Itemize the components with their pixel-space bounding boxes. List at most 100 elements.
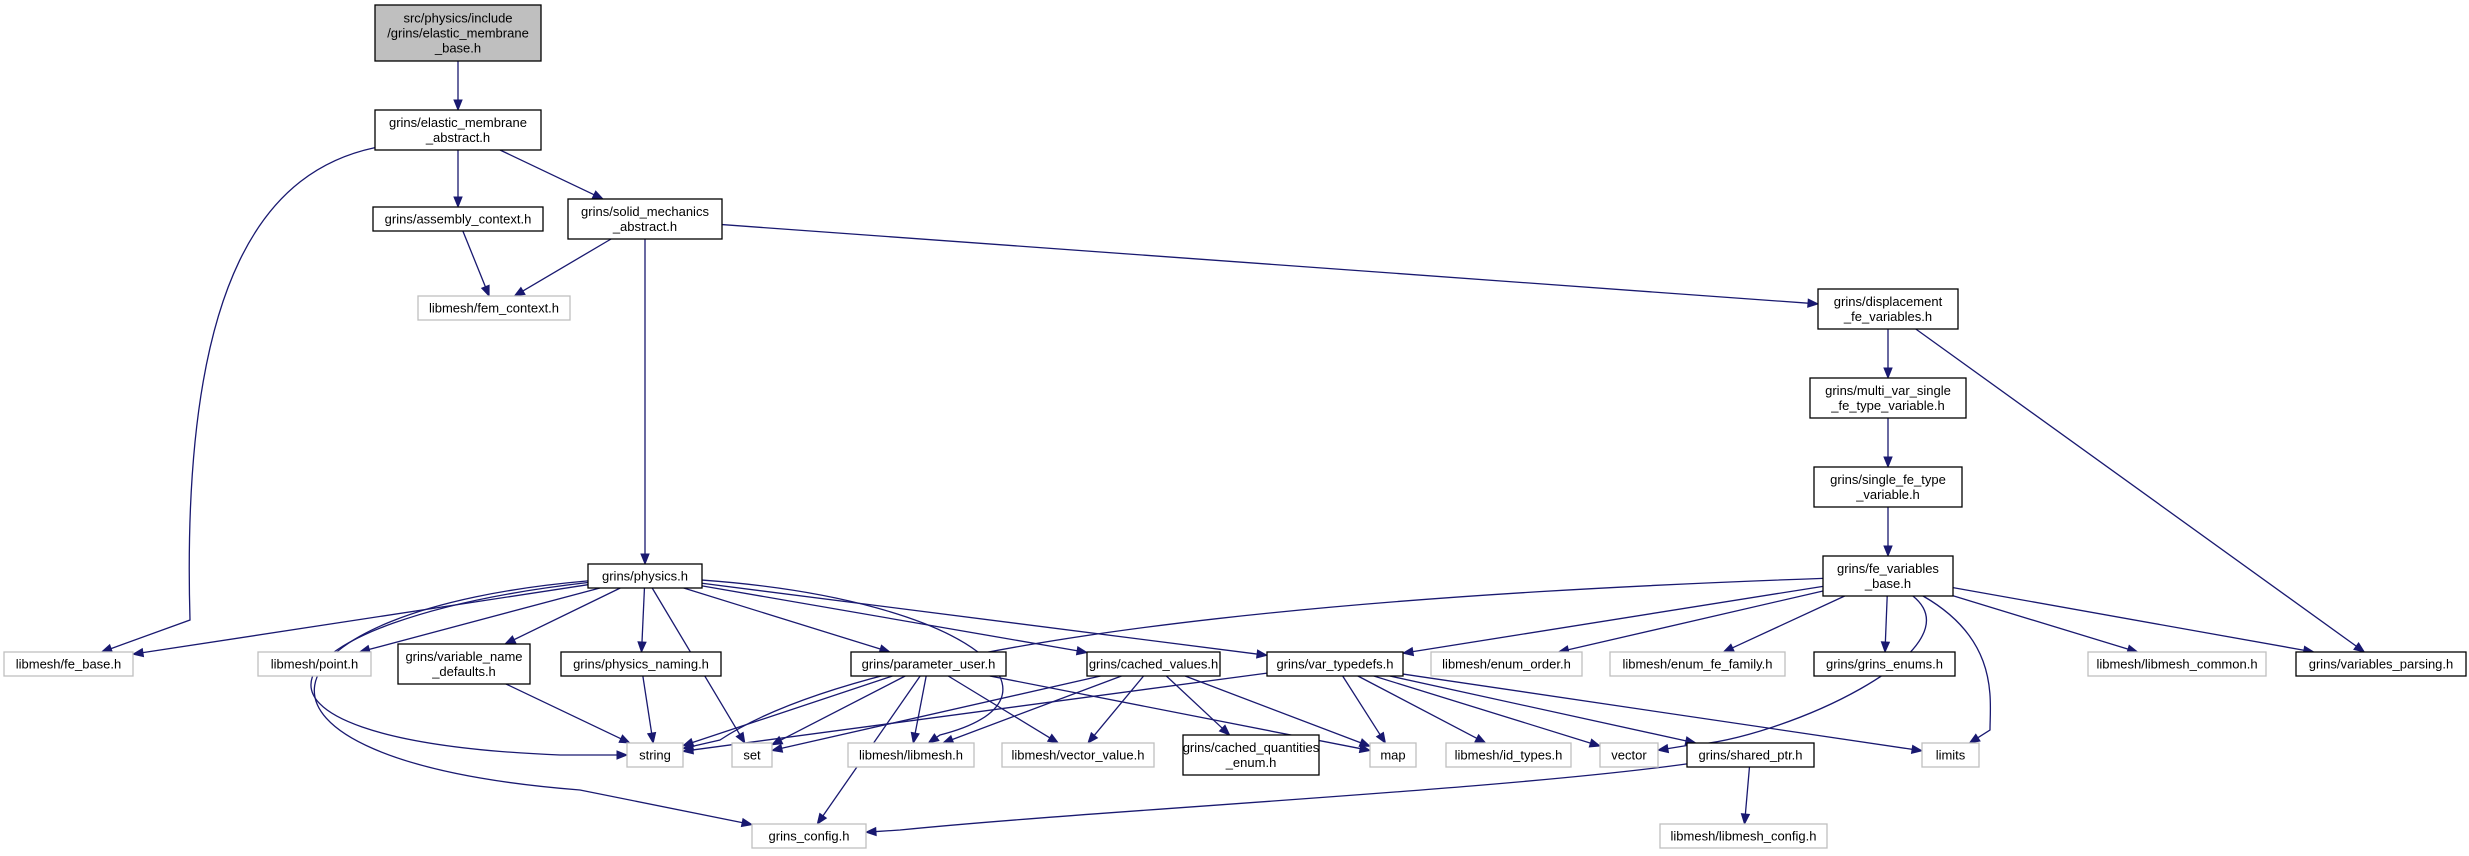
node-gconfig: grins_config.h (751, 823, 867, 849)
node-root[interactable]: src/physics/include/grins/elastic_membra… (374, 4, 542, 62)
edge-sma-to-femctx (513, 238, 612, 297)
arrowhead (637, 641, 647, 654)
arrowhead (735, 731, 746, 745)
edge-line (1165, 675, 1223, 729)
node-puser[interactable]: grins/parameter_user.h (850, 651, 1007, 677)
node-pnam[interactable]: grins/physics_naming.h (560, 651, 722, 677)
arrowhead (941, 734, 955, 744)
node-disp[interactable]: grins/displacement_fe_variables.h (1817, 288, 1959, 330)
node-genums[interactable]: grins/grins_enums.h (1813, 651, 1956, 677)
edge-vtd-to-map (1342, 675, 1387, 745)
edge-fevb-to-vparse (1952, 586, 2316, 655)
edge-puser-to-set (770, 675, 906, 746)
node-label-line: libmesh/id_types.h (1455, 748, 1563, 763)
edge-line (1952, 586, 2305, 651)
edge-puser-to-vecval (947, 675, 1060, 744)
edge-line (1667, 595, 1927, 750)
edge-line (692, 675, 893, 744)
node-box (1822, 555, 1954, 597)
node-set: set (731, 742, 773, 768)
arrowhead (1474, 733, 1487, 744)
arrowhead (1883, 367, 1893, 380)
edge-line (781, 675, 1101, 749)
node-label-line: set (743, 748, 761, 763)
edge-line (692, 672, 1268, 751)
node-limits: limits (1921, 742, 1980, 768)
arrowhead (453, 99, 463, 112)
edge-line (642, 675, 653, 734)
node-sfe[interactable]: grins/single_fe_type_variable.h (1813, 466, 1963, 508)
arrowhead (503, 635, 517, 645)
edge-phys-to-vtd (701, 582, 1269, 659)
edge-line (1412, 585, 1824, 653)
node-cqe[interactable]: grins/cached_quantities_enum.h (1182, 734, 1320, 776)
arrowhead (681, 737, 695, 747)
node-vparse[interactable]: grins/variables_parsing.h (2295, 651, 2467, 677)
node-label-line: grins/variable_name (405, 649, 522, 664)
edge-line (683, 587, 881, 650)
node-vtd[interactable]: grins/var_typedefs.h (1266, 651, 1404, 677)
edge-vtd-to-idtypes (1357, 675, 1487, 744)
node-vnd[interactable]: grins/variable_name_defaults.h (397, 643, 531, 685)
node-libmesh: libmesh/libmesh.h (847, 742, 975, 768)
edge-line (369, 587, 601, 651)
node-ema[interactable]: grins/elastic_membrane_abstract.h (374, 109, 542, 151)
arrowhead (1968, 733, 1981, 744)
edge-line (313, 580, 743, 824)
arrowhead (816, 812, 828, 826)
node-label-line: grins/assembly_context.h (385, 212, 532, 227)
edge-line (875, 763, 1688, 833)
node-label-line: _defaults.h (431, 664, 496, 679)
edge-fevb-to-vector (1656, 595, 1927, 754)
node-box (374, 4, 542, 62)
node-sptr[interactable]: grins/shared_ptr.h (1686, 742, 1815, 768)
node-box (1809, 377, 1967, 419)
node-box (1686, 742, 1815, 768)
node-box (1609, 651, 1786, 677)
node-label-line: _abstract.h (612, 219, 677, 234)
arrowhead (513, 286, 526, 297)
node-sma[interactable]: grins/solid_mechanics_abstract.h (567, 198, 723, 240)
edge-pnam-to-string (642, 675, 657, 745)
node-phys[interactable]: grins/physics.h (587, 563, 703, 589)
edge-line (1744, 766, 1751, 815)
node-box (374, 109, 542, 151)
edge-mvs-to-sfe (1883, 418, 1893, 469)
edge-fevb-to-lcommon (1952, 595, 2139, 654)
node-asm[interactable]: grins/assembly_context.h (372, 206, 544, 232)
arrowhead (616, 750, 629, 760)
edge-line (1342, 675, 1381, 735)
node-idtypes: libmesh/id_types.h (1445, 742, 1572, 768)
edge-line (1952, 595, 2129, 650)
node-label-line: grins/solid_mechanics (581, 204, 709, 219)
edge-line (1922, 595, 1992, 739)
edge-line (462, 230, 486, 287)
edge-phys-to-gconfig (313, 580, 754, 828)
arrowhead (453, 196, 463, 209)
edge-line (692, 577, 1824, 747)
node-label-line: libmesh/vector_value.h (1012, 748, 1145, 763)
edge-puser-to-libmesh (910, 675, 927, 745)
node-mvs[interactable]: grins/multi_var_single_fe_type_variable.… (1809, 377, 1967, 419)
node-label-line: libmesh/fe_base.h (16, 657, 122, 672)
node-label-line: grins/fe_variables (1837, 561, 1939, 576)
node-label-line: grins/elastic_membrane (389, 115, 527, 130)
node-box (567, 198, 723, 240)
edge-sma-to-disp (721, 223, 1820, 308)
edge-sptr-to-lconfig (1740, 766, 1751, 826)
node-box (257, 651, 372, 677)
arrowhead (640, 553, 650, 566)
node-label-line: grins/cached_values.h (1089, 657, 1218, 672)
arrowhead (740, 817, 754, 828)
edge-line (721, 223, 1809, 304)
node-box (2087, 651, 2267, 677)
edge-line (310, 581, 617, 756)
node-box (731, 742, 773, 768)
node-cval[interactable]: grins/cached_values.h (1086, 651, 1221, 677)
edge-line (1884, 595, 1888, 643)
edge-line (1093, 675, 1145, 736)
node-map: map (1369, 742, 1417, 768)
node-fevb[interactable]: grins/fe_variables_base.h (1822, 555, 1954, 597)
edge-line (1357, 675, 1478, 739)
arrowhead (770, 743, 784, 753)
